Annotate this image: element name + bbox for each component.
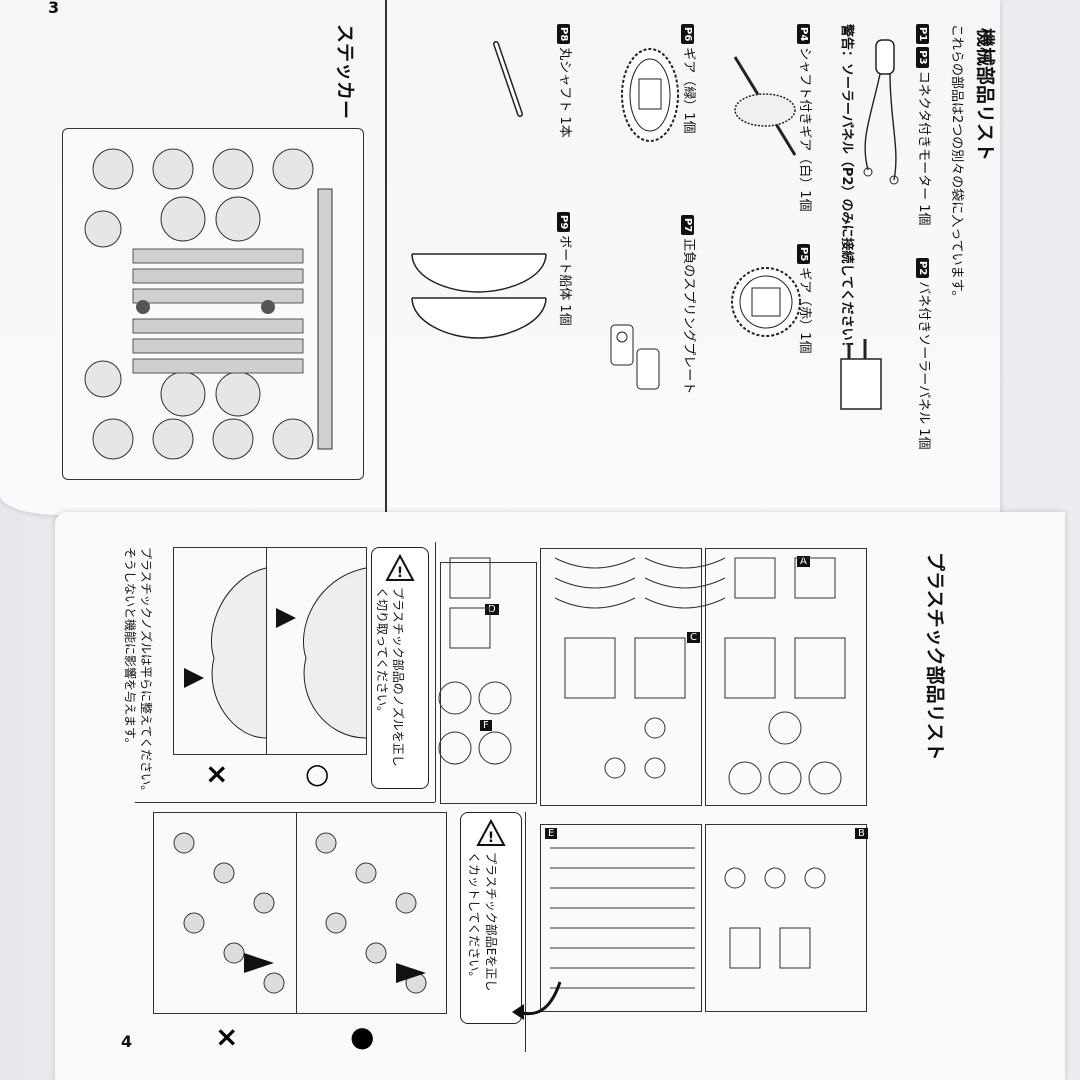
item-p7: P7正負のスプリングプレート [681, 215, 700, 394]
section-divider [385, 0, 387, 515]
sticker-title: ステッカー [334, 24, 356, 120]
sprue-b [705, 824, 867, 1012]
label-e: E [545, 828, 558, 839]
ok-mark-1: ○ [305, 757, 330, 790]
warning2-line2: くカットしてください。 [467, 852, 481, 984]
divider-horizontal [135, 802, 435, 804]
sprue-e-cut-wrong-image [153, 812, 297, 1014]
svg-text:!: ! [397, 565, 403, 581]
round-shaft-illustration [493, 41, 523, 117]
sticker-artwork [84, 148, 333, 460]
item-p2: P2バネ付きソーラーパネル 1個 [916, 258, 935, 450]
boat-hull-illustration [411, 253, 547, 339]
sticker-sheet [62, 128, 364, 480]
shaft-gear-white-illustration [733, 56, 797, 156]
intro-text: これらの部品は2つの別々の袋に入っています。 [949, 24, 964, 304]
label-b: B [855, 828, 868, 839]
sprue-c [540, 548, 702, 806]
gear-red-illustration [731, 267, 801, 337]
solar-panel-illustration [840, 339, 882, 410]
curved-arrow-icon [512, 981, 562, 1020]
warning1-line2: く切り取ってください。 [375, 587, 389, 719]
sprue-a [705, 548, 867, 806]
solar-warning: 警告：ソーラーパネル（P2）のみに接続してください！ [839, 24, 854, 354]
sprue-e [540, 824, 702, 1012]
gear-green-illustration [621, 48, 679, 142]
label-d: D [485, 604, 499, 615]
warning-icon: ! [385, 553, 415, 581]
label-a: A [797, 556, 810, 567]
item-p8: P8丸シャフト 1本 [557, 24, 576, 138]
divider-vertical-2 [525, 812, 527, 1052]
warning-icon-2: ! [476, 818, 506, 846]
ng-mark-1: × [205, 757, 229, 790]
note-line2: そうしないと機能に影響を与えます。 [123, 547, 137, 750]
spring-plate-illustration [610, 324, 660, 390]
page-4: 4 プラスチック部品リスト A B C D E F [55, 512, 1065, 1080]
note-line1: プラスチックノズルは平らに整えてください。 [139, 547, 153, 798]
page-number-4: 4 [121, 1032, 133, 1051]
label-f: F [480, 720, 492, 731]
gear-cut-correct-image [265, 547, 367, 755]
label-c: C [687, 632, 700, 643]
motor-illustration [863, 39, 899, 185]
page-3: 3 機械部品リスト これらの部品は2つの別々の袋に入っています。 P1P3コネク… [0, 0, 1000, 515]
warning1-line1: プラスチック部品のノズルを正し [391, 587, 405, 767]
page-number-3: 3 [48, 0, 60, 17]
ng-mark-2: × [215, 1020, 239, 1053]
gear-cut-wrong-image [173, 547, 267, 755]
ok-mark-2: ● [350, 1020, 375, 1053]
divider-vertical-1 [435, 542, 437, 802]
svg-text:!: ! [488, 830, 494, 846]
warning-box-2: ! [460, 812, 522, 1024]
warning-box-1: ! [371, 547, 429, 789]
item-p9: P9ボート船体 1個 [557, 212, 576, 326]
sprue-parts-artwork [438, 557, 846, 989]
sprue-e-cut-correct-image [295, 812, 447, 1014]
mechanical-parts-title: 機械部品リスト [974, 28, 996, 162]
warning2-line1: プラスチック部品Eを正し [484, 852, 498, 992]
plastic-parts-title: プラスチック部品リスト [924, 552, 946, 761]
